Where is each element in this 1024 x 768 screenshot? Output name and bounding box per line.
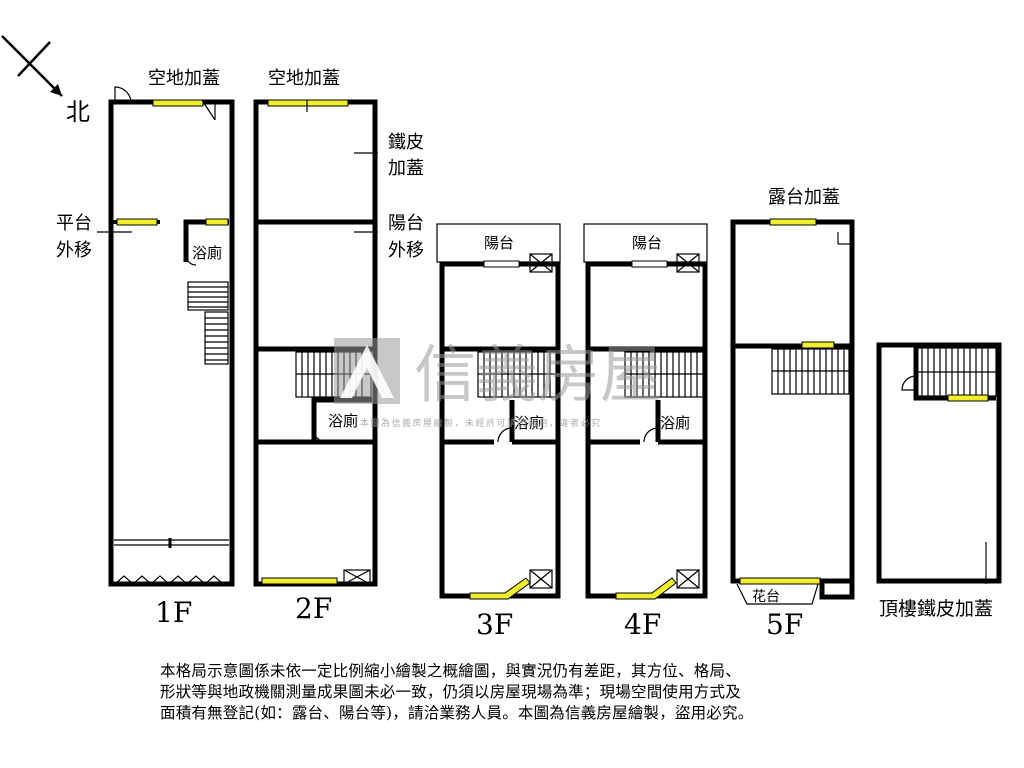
disclaimer: 本格局示意圖係未依一定比例縮小繪製之概繪圖，與實況仍有差距，其方位、格局、 形狀… [160, 661, 880, 724]
watermark-small-text: 本圖為信義房屋繪製，未經許可請勿盜用，違者必究 [360, 417, 602, 429]
floor-roof: 頂樓鐵皮加蓋 [876, 342, 1002, 620]
room-label-2f-yard: 空地加蓋 [268, 68, 340, 89]
floor-1f-outline [108, 99, 235, 587]
watermark: 信義房屋 本圖為信義房屋繪製，未經許可請勿盜用，違者必究 [334, 338, 662, 429]
room-label-1f-platform: 平台 [56, 213, 92, 234]
floor-roof-outline [876, 342, 1002, 584]
floor-label-2f: 2F [295, 592, 332, 625]
floor-label-5f: 5F [766, 608, 803, 641]
floor-5f-outline [730, 219, 855, 584]
room-label-4f-balcony: 陽台 [632, 234, 662, 252]
floor-5f: 露台加蓋 花台 5F [730, 187, 855, 641]
room-label-1f-bath: 浴廁 [192, 244, 222, 262]
brand-logo-icon [334, 338, 400, 404]
floor-label-4f: 4F [624, 608, 661, 641]
room-label-5f-planter: 花台 [752, 589, 780, 605]
room-label-3f-balcony: 陽台 [484, 234, 514, 252]
north-label: 北 [66, 98, 90, 126]
window [152, 99, 204, 107]
floor-label-roof: 頂樓鐵皮加蓋 [879, 598, 993, 620]
disclaimer-line-2: 形狀等與地政機關測量成果圖未必一致，仍須以房屋現場為準；現場空間使用方式及 [160, 683, 741, 701]
compass: 北 [1, 35, 90, 126]
stairs [477, 351, 557, 398]
disclaimer-line-3: 面積有無登記(如：露台、陽台等)，請洽業務人員。本圖為信義房屋繪製，盜用必究。 [160, 704, 754, 722]
stairs [915, 347, 997, 397]
floor-label-3f: 3F [476, 608, 513, 641]
floor-3f: 陽台 浴廁 3F [436, 223, 561, 641]
room-label-2f-bath: 浴廁 [328, 412, 358, 430]
door-swing [114, 86, 132, 104]
room-label-1f-moved: 外移 [56, 240, 92, 261]
room-label-2f-balcony: 陽台 [388, 213, 424, 234]
stairs [624, 351, 704, 398]
room-label-5f-terrace: 露台加蓋 [768, 187, 840, 208]
stairs [187, 281, 229, 365]
room-label-2f-iron: 鐵皮 [388, 132, 424, 153]
floor-label-1f: 1F [155, 596, 192, 629]
disclaimer-line-1: 本格局示意圖係未依一定比例縮小繪製之概繪圖，與實況仍有差距，其方位、格局、 [160, 662, 741, 680]
room-label-1f-yard: 空地加蓋 [148, 68, 220, 89]
floor-1f: 空地加蓋 平台 外移 浴廁 1F [56, 68, 235, 629]
room-label-2f-moved: 外移 [388, 240, 424, 261]
room-label-2f-cover: 加蓋 [388, 158, 424, 179]
floor-4f: 陽台 浴廁 4F [583, 223, 708, 641]
room-label-3f-bath: 浴廁 [514, 414, 544, 432]
stairs [771, 348, 850, 395]
room-label-4f-bath: 浴廁 [660, 414, 690, 432]
watermark-brand: 信義房屋 [414, 338, 662, 411]
